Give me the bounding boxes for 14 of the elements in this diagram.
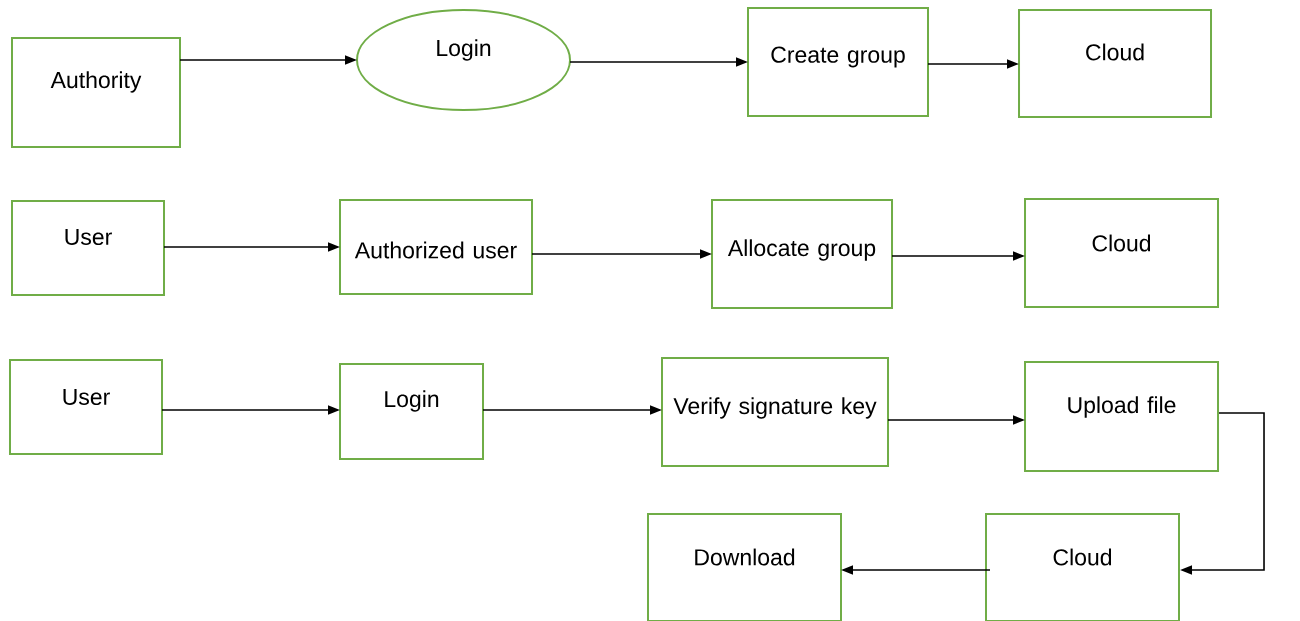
process-box: Authority	[11, 37, 181, 148]
process-box: Allocate group	[711, 199, 893, 309]
process-box: Upload file	[1024, 361, 1219, 472]
process-box: Cloud	[1024, 198, 1219, 308]
process-box: Login	[339, 363, 484, 460]
process-box: User	[11, 200, 165, 296]
process-box: Verify signature key	[661, 357, 889, 467]
process-box: Cloud	[985, 513, 1180, 621]
process-box: User	[9, 359, 163, 455]
ellipse-node: Login	[356, 9, 571, 111]
process-box: Authorized user	[339, 199, 533, 295]
process-box: Cloud	[1018, 9, 1212, 118]
process-box: Create group	[747, 7, 929, 117]
process-box: Download	[647, 513, 842, 621]
